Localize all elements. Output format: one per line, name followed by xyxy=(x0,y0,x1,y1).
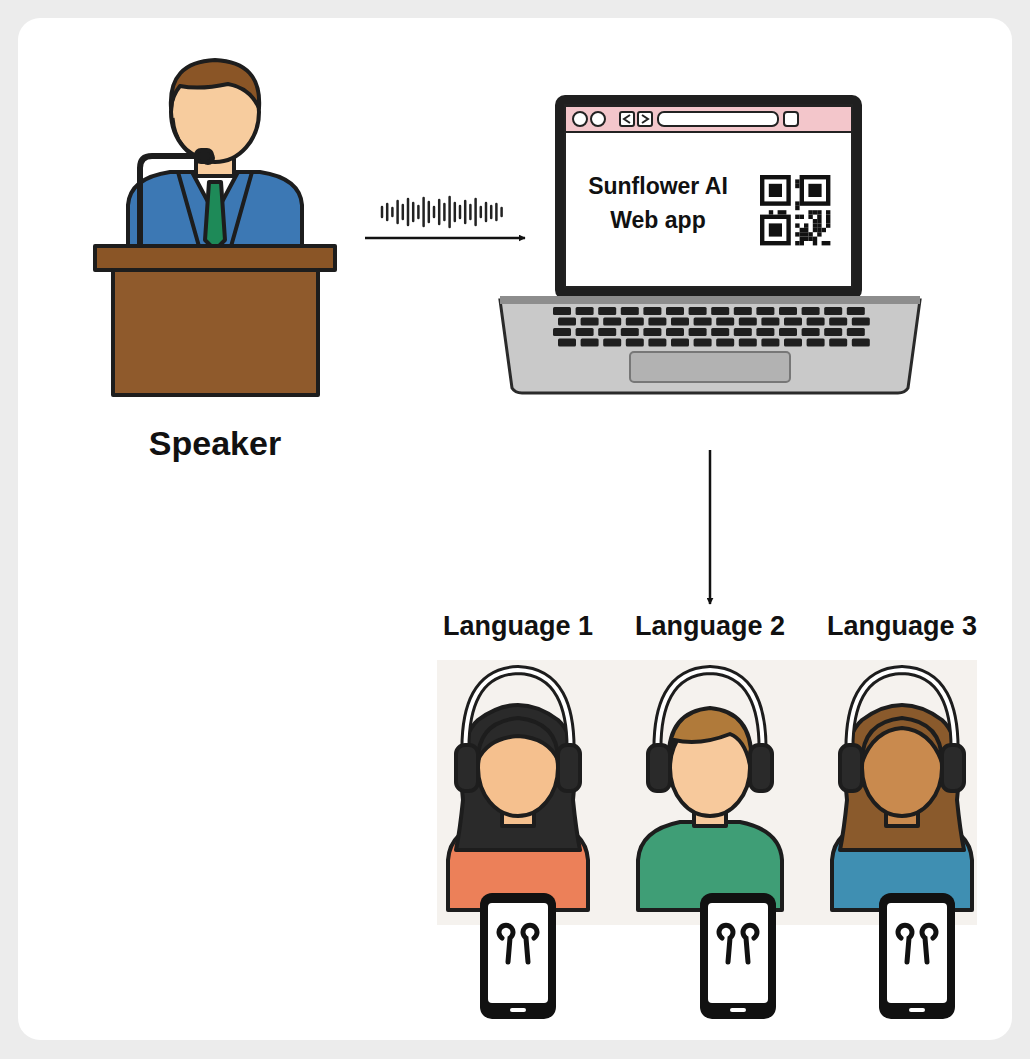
qr-code xyxy=(760,175,830,245)
diagram-node: Language 1 xyxy=(430,608,606,918)
listener-background xyxy=(437,660,977,925)
node-label: Language 3 xyxy=(814,608,990,644)
diagram-node: Language 3 xyxy=(814,608,990,918)
arrow-connector xyxy=(365,237,525,240)
diagram-node: Sunflower AI Web app xyxy=(500,95,920,395)
diagram-node: Speaker xyxy=(90,60,340,470)
sound-wave xyxy=(382,197,502,227)
keyboard xyxy=(553,307,870,347)
phone-icons xyxy=(480,893,955,1019)
laptop xyxy=(500,95,920,393)
diagram-node: Language 2 xyxy=(622,608,798,918)
listener-figure xyxy=(638,670,782,910)
listener-figure xyxy=(448,670,588,910)
speaker-figure xyxy=(95,60,335,395)
listener-figure xyxy=(832,670,972,910)
arrow-connector xyxy=(709,450,712,604)
node-label: Language 2 xyxy=(622,608,798,644)
node-label: Language 1 xyxy=(430,608,606,644)
node-label: Speaker xyxy=(90,422,340,464)
node-label: Sunflower AI Web app xyxy=(562,169,754,237)
